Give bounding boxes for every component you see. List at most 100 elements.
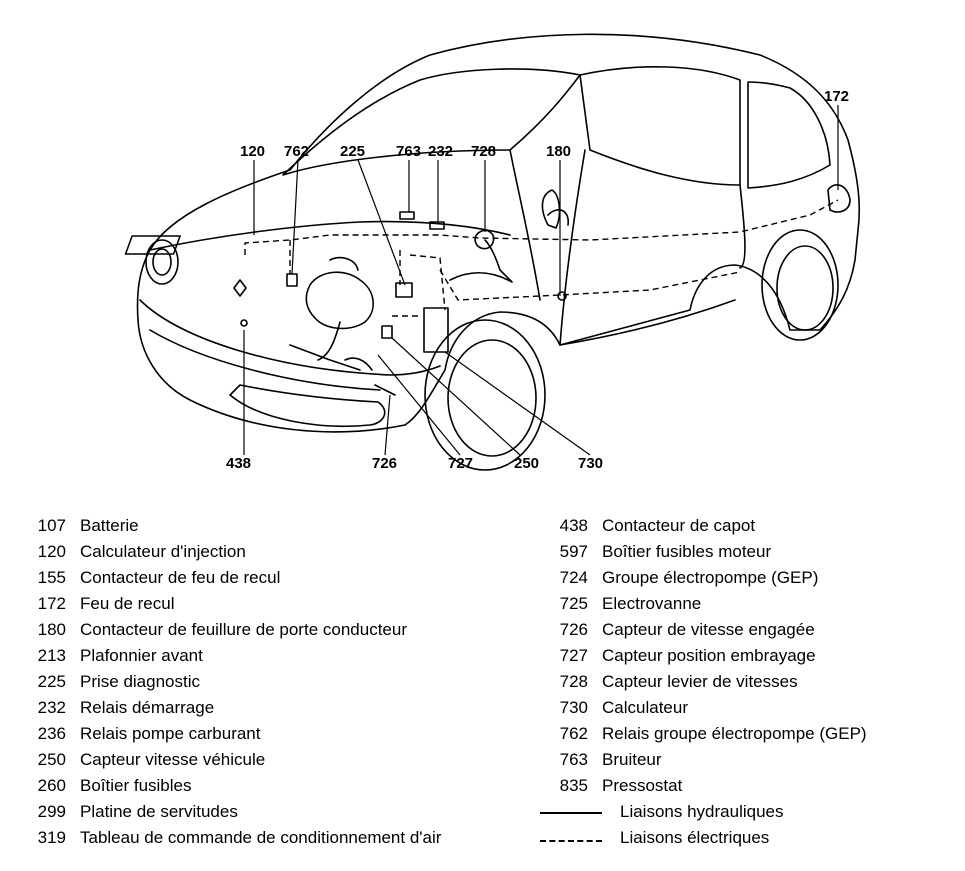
door-mirror xyxy=(541,189,561,229)
legend-item: 155 Contacteur de feu de recul xyxy=(18,565,538,591)
car-wiring-diagram: 120 762 225 763 232 728 180 172 438 726 … xyxy=(124,33,861,472)
legend-item-number: 727 xyxy=(559,646,588,665)
line-key-electric-label: Liaisons électriques xyxy=(620,828,770,847)
callout-763: 763 xyxy=(396,143,421,160)
legend-item-label: Boîtier fusibles moteur xyxy=(602,542,772,561)
legend-item-label: Tableau de commande de conditionnement d… xyxy=(80,828,442,847)
legend-item: 726 Capteur de vitesse engagée xyxy=(540,617,965,643)
legend-item: 730 Calculateur xyxy=(540,695,965,721)
legend-item-label: Platine de servitudes xyxy=(80,802,238,821)
callout-120: 120 xyxy=(240,143,265,160)
legend-item-label: Calculateur xyxy=(602,698,688,717)
legend-item: 236 Relais pompe carburant xyxy=(18,721,538,747)
legend-item: 762 Relais groupe électropompe (GEP) xyxy=(540,721,965,747)
legend-item-number: 260 xyxy=(37,776,66,795)
legend-item-label: Bruiteur xyxy=(602,750,662,769)
rear-wheel xyxy=(761,229,839,341)
legend-item-number: 726 xyxy=(559,620,588,639)
legend-item-number: 155 xyxy=(37,568,66,587)
legend-item-number: 762 xyxy=(559,724,588,743)
legend-item-number: 213 xyxy=(37,646,66,665)
legend-item: 225 Prise diagnostic xyxy=(18,669,538,695)
line-key-electric: Liaisons électriques xyxy=(540,825,965,851)
legend-item-label: Electrovanne xyxy=(602,594,702,613)
connector-225 xyxy=(395,282,413,298)
legend-item-label: Capteur position embrayage xyxy=(602,646,816,665)
legend-item-number: 180 xyxy=(37,620,66,639)
line-key-hydraulic-label: Liaisons hydrauliques xyxy=(620,802,784,821)
legend-item-label: Batterie xyxy=(80,516,139,535)
callout-762: 762 xyxy=(284,143,309,160)
legend-item-label: Contacteur de capot xyxy=(602,516,756,535)
logo xyxy=(233,279,247,297)
legend-item: 438 Contacteur de capot xyxy=(540,513,965,539)
legend-item-label: Pressostat xyxy=(602,776,683,795)
ecu-120 xyxy=(124,235,181,255)
legend-item-number: 107 xyxy=(37,516,66,535)
legend-item-label: Contacteur de feuillure de porte conduct… xyxy=(80,620,407,639)
legend-item-label: Capteur de vitesse engagée xyxy=(602,620,815,639)
legend-item-label: Calculateur d'injection xyxy=(80,542,246,561)
callout-438: 438 xyxy=(226,455,251,472)
headlight xyxy=(145,239,179,285)
side-window-front xyxy=(579,66,741,186)
door-line xyxy=(559,149,586,346)
gear-lever-728 xyxy=(449,229,513,283)
callout-180: 180 xyxy=(546,143,571,160)
legend-item-label: Feu de recul xyxy=(80,594,175,613)
legend-item: 260 Boîtier fusibles xyxy=(18,773,538,799)
callout-172: 172 xyxy=(824,88,849,105)
pump-group xyxy=(305,271,374,330)
callout-250: 250 xyxy=(514,455,539,472)
legend-item-label: Boîtier fusibles xyxy=(80,776,192,795)
line-key: Liaisons hydrauliques Liaisons électriqu… xyxy=(540,799,965,851)
legend-item: 107 Batterie xyxy=(18,513,538,539)
line-key-hydraulic: Liaisons hydrauliques xyxy=(540,799,965,825)
legend-item: 213 Plafonnier avant xyxy=(18,643,538,669)
legend-item-number: 730 xyxy=(559,698,588,717)
callout-728: 728 xyxy=(471,143,496,160)
legend-item-number: 250 xyxy=(37,750,66,769)
legend-item-label: Groupe électropompe (GEP) xyxy=(602,568,819,587)
legend-item-label: Prise diagnostic xyxy=(80,672,201,691)
legend-item-label: Capteur levier de vitesses xyxy=(602,672,798,691)
solid-line-swatch xyxy=(540,812,602,816)
legend-item-number: 728 xyxy=(559,672,588,691)
callout-232: 232 xyxy=(428,143,453,160)
relay-762 xyxy=(286,273,298,287)
callout-225: 225 xyxy=(340,143,365,160)
legend-item: 172 Feu de recul xyxy=(18,591,538,617)
legend-item: 319 Tableau de commande de conditionnemen… xyxy=(18,825,538,851)
legend-item-label: Capteur vitesse véhicule xyxy=(80,750,266,769)
side-window-rear xyxy=(747,81,831,189)
callout-730: 730 xyxy=(578,455,603,472)
legend-item-number: 225 xyxy=(37,672,66,691)
legend-item-number: 232 xyxy=(37,698,66,717)
legend-item-number: 438 xyxy=(559,516,588,535)
legend-item-label: Relais groupe électropompe (GEP) xyxy=(602,724,867,743)
legend-item-number: 172 xyxy=(37,594,66,613)
legend-item: 250 Capteur vitesse véhicule xyxy=(18,747,538,773)
callout-726: 726 xyxy=(372,455,397,472)
legend-item: 763 Bruiteur xyxy=(540,747,965,773)
legend-item-label: Contacteur de feu de recul xyxy=(80,568,281,587)
calculator-730 xyxy=(423,307,449,353)
legend-item-label: Relais pompe carburant xyxy=(80,724,261,743)
legend-item-number: 763 xyxy=(559,750,588,769)
legend-item-label: Relais démarrage xyxy=(80,698,215,717)
legend-item-number: 236 xyxy=(37,724,66,743)
legend-item-number: 319 xyxy=(37,828,66,847)
legend-item-label: Plafonnier avant xyxy=(80,646,203,665)
rear-lamp xyxy=(827,184,851,213)
legend-item-number: 724 xyxy=(559,568,588,587)
front-bumper xyxy=(139,299,441,376)
dashed-line-swatch xyxy=(540,840,602,844)
legend-item: 727 Capteur position embrayage xyxy=(540,643,965,669)
